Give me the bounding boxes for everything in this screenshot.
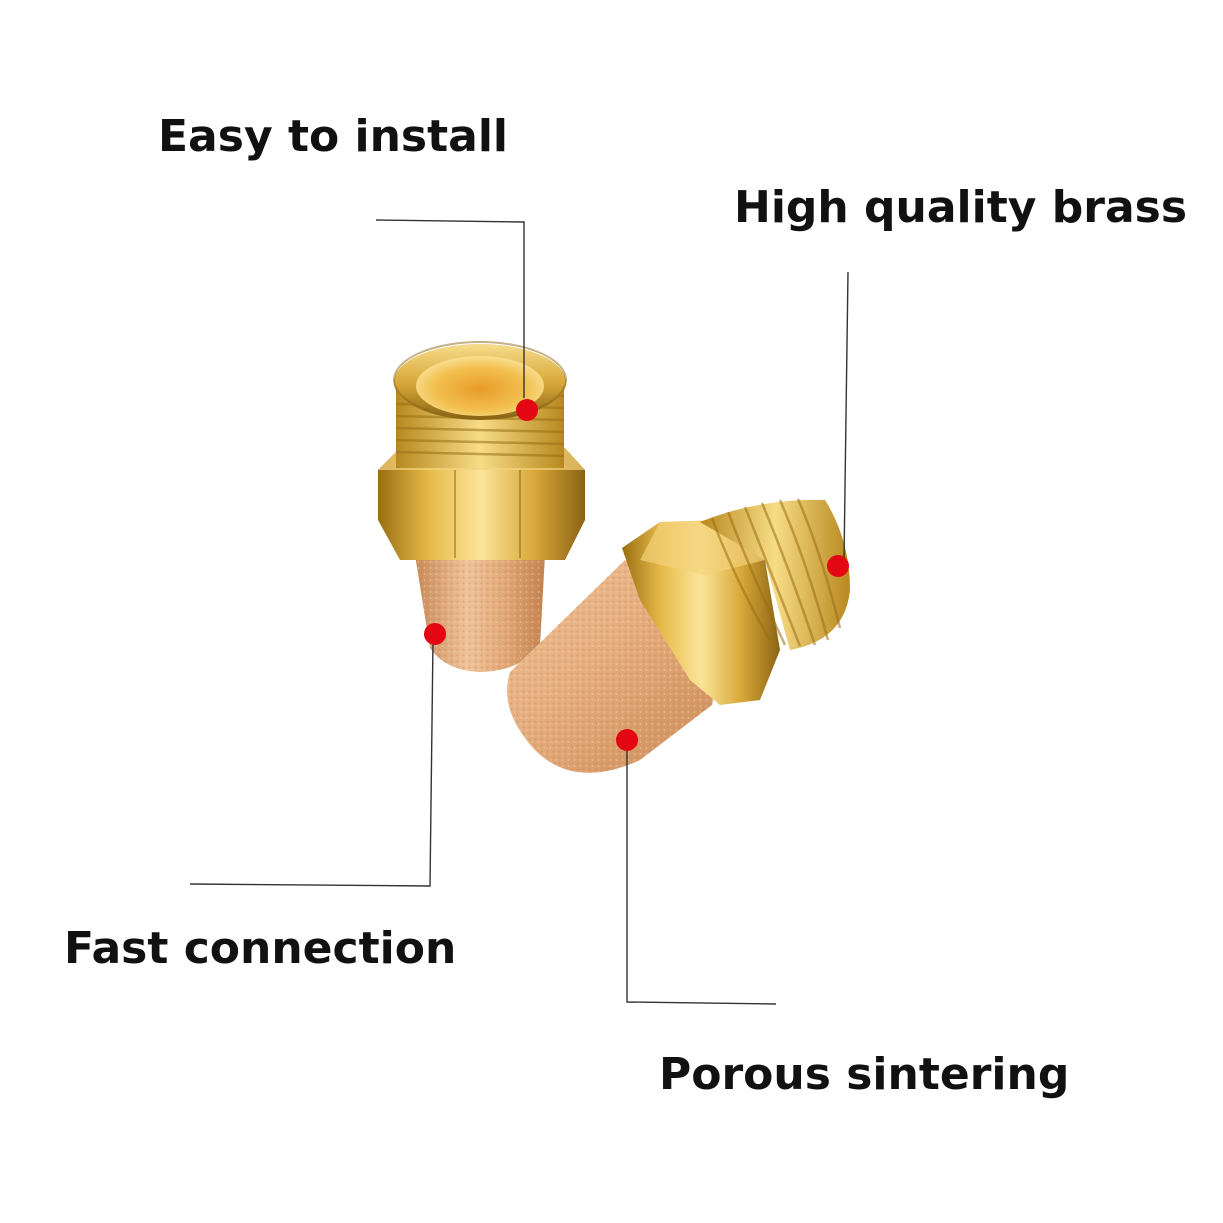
callout-label-high-quality-brass: High quality brass: [734, 182, 1188, 233]
callout-label-porous-sintering: Porous sintering: [659, 1049, 1070, 1100]
marker-easy-to-install: [516, 399, 538, 421]
callout-label-easy-to-install: Easy to install: [158, 111, 509, 162]
leader-line-easy-to-install: [375, 219, 525, 398]
callout-markers: [424, 399, 849, 751]
callout-label-fast-connection: Fast connection: [64, 923, 457, 974]
leader-line-high-quality-brass: [843, 271, 849, 561]
left-hex-nut: [378, 448, 585, 560]
left-muffler: [378, 341, 585, 672]
marker-porous-sintering: [616, 729, 638, 751]
leader-lines: [189, 219, 849, 1005]
marker-high-quality-brass: [827, 555, 849, 577]
leader-line-porous-sintering: [626, 745, 777, 1005]
marker-fast-connection: [424, 623, 446, 645]
right-hex-nut: [622, 520, 780, 705]
leader-line-fast-connection: [189, 639, 434, 887]
right-muffler: [507, 498, 850, 773]
